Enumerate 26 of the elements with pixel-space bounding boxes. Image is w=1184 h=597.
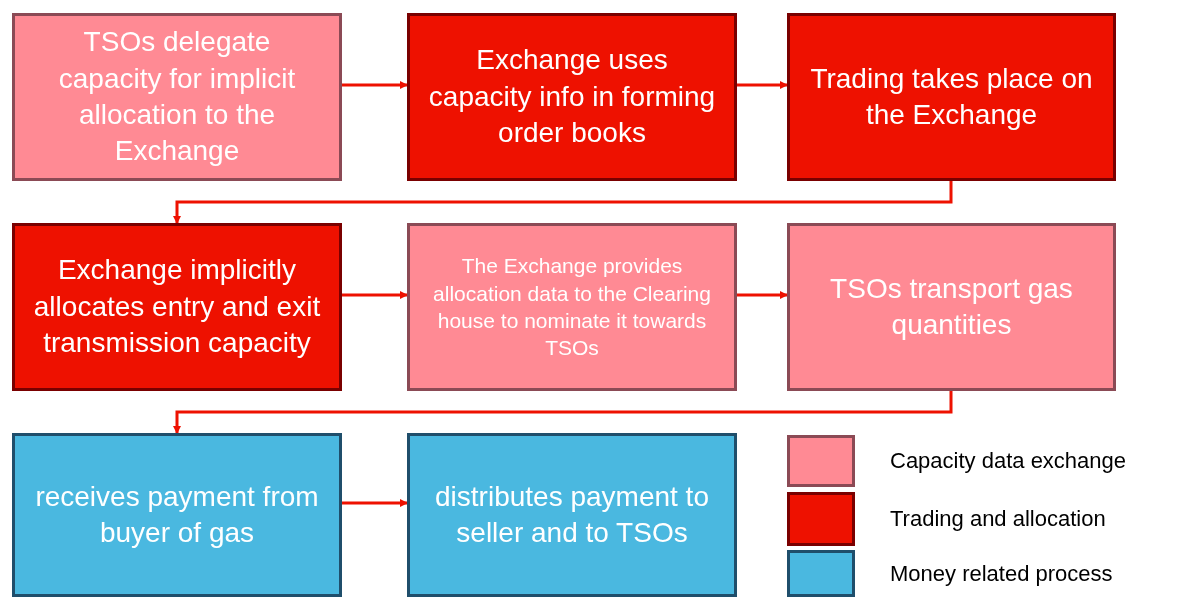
box-text: Exchange uses capacity info in forming order books	[427, 43, 717, 151]
arrow	[342, 291, 408, 299]
process-box	[407, 433, 737, 597]
process-box	[12, 223, 342, 391]
box-text: TSOs transport gas quantities	[829, 271, 1074, 342]
process-box	[787, 223, 1116, 391]
box-text: The Exchange provides allocation data to the Clearing house to nominate it towards TSOs	[432, 253, 712, 362]
box-text: TSOs delegate capacity for implicit allocation to the Exchange	[57, 25, 297, 169]
arrow	[173, 391, 953, 434]
arrow	[737, 291, 788, 299]
box-text: Trading takes place on the Exchange	[809, 61, 1094, 132]
process-box	[787, 13, 1116, 181]
process-box	[407, 223, 737, 391]
process-box	[407, 13, 737, 181]
arrow	[173, 181, 953, 224]
legend-label: Money related process	[890, 560, 1113, 587]
process-box	[12, 13, 342, 181]
box-text: Exchange implicitly allocates entry and exit transmission capacity	[32, 253, 322, 361]
process-box	[12, 433, 342, 597]
legend-label: Trading and allocation	[890, 506, 1106, 532]
legend-label: Capacity data exchange	[890, 448, 1127, 474]
arrow	[342, 499, 408, 507]
arrow	[737, 81, 788, 89]
arrow	[342, 81, 408, 89]
box-text: receives payment from buyer of gas	[34, 479, 320, 550]
box-text: distributes payment to seller and to TSOs	[434, 479, 710, 550]
